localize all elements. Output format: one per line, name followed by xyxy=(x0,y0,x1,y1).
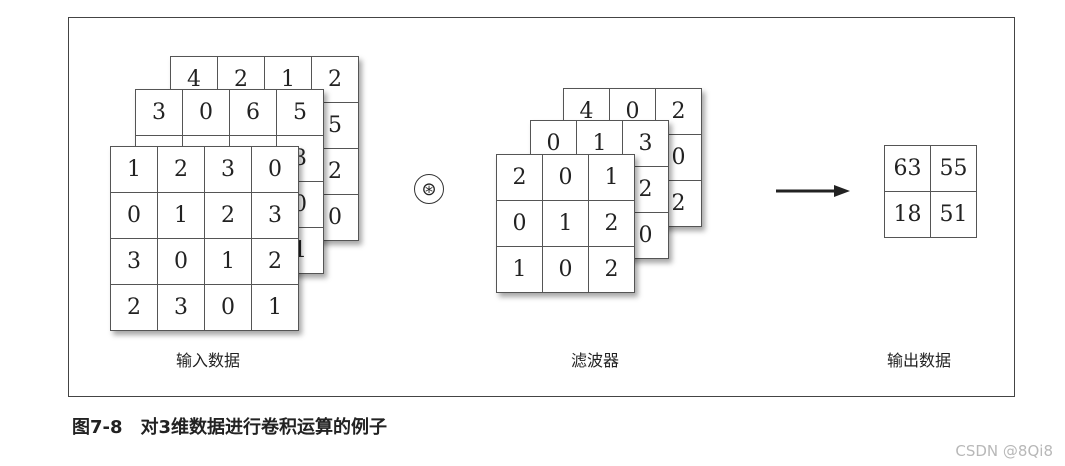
matrix-cell: 0 xyxy=(496,200,543,247)
matrix-cell: 3 xyxy=(110,238,158,285)
matrix-cell: 1 xyxy=(110,146,158,193)
matrix-cell: 2 xyxy=(588,200,635,247)
matrix-cell: 63 xyxy=(884,145,931,192)
watermark: CSDN @8Qi8 xyxy=(955,442,1053,460)
matrix-cell: 2 xyxy=(204,192,252,239)
matrix-cell: 2 xyxy=(588,246,635,293)
matrix-cell: 18 xyxy=(884,191,931,238)
matrix-cell: 6 xyxy=(229,89,277,136)
output-data-label: 输出数据 xyxy=(887,351,952,370)
matrix-cell: 1 xyxy=(542,200,589,247)
matrix-cell: 3 xyxy=(204,146,252,193)
matrix-cell: 0 xyxy=(542,154,589,201)
matrix-cell: 0 xyxy=(204,284,252,331)
convolution-operator-icon: ⊛ xyxy=(414,174,444,204)
matrix-cell: 2 xyxy=(251,238,299,285)
figure-frame xyxy=(68,17,1015,397)
matrix-cell: 0 xyxy=(157,238,205,285)
matrix-cell: 1 xyxy=(251,284,299,331)
figure-caption-text: 对3维数据进行卷积运算的例子 xyxy=(140,417,388,438)
matrix-cell: 1 xyxy=(496,246,543,293)
matrix-cell: 2 xyxy=(110,284,158,331)
matrix-cell: 55 xyxy=(930,145,977,192)
filter-label: 滤波器 xyxy=(571,351,620,370)
matrix-cell: 1 xyxy=(204,238,252,285)
matrix-cell: 0 xyxy=(251,146,299,193)
arrow-right-icon xyxy=(776,185,850,197)
figure-number: 图7-8 xyxy=(72,417,123,438)
matrix-cell: 5 xyxy=(276,89,324,136)
matrix-cell: 0 xyxy=(110,192,158,239)
matrix-cell: 2 xyxy=(496,154,543,201)
matrix-cell: 0 xyxy=(182,89,230,136)
matrix-cell: 1 xyxy=(588,154,635,201)
matrix-cell: 3 xyxy=(157,284,205,331)
matrix-cell: 3 xyxy=(251,192,299,239)
figure-caption: 图7-8 对3维数据进行卷积运算的例子 xyxy=(72,413,387,439)
matrix-cell: 3 xyxy=(135,89,183,136)
input-data-label: 输入数据 xyxy=(176,351,241,370)
matrix-cell: 51 xyxy=(930,191,977,238)
matrix-cell: 0 xyxy=(542,246,589,293)
matrix-cell: 1 xyxy=(157,192,205,239)
matrix-cell: 2 xyxy=(157,146,205,193)
